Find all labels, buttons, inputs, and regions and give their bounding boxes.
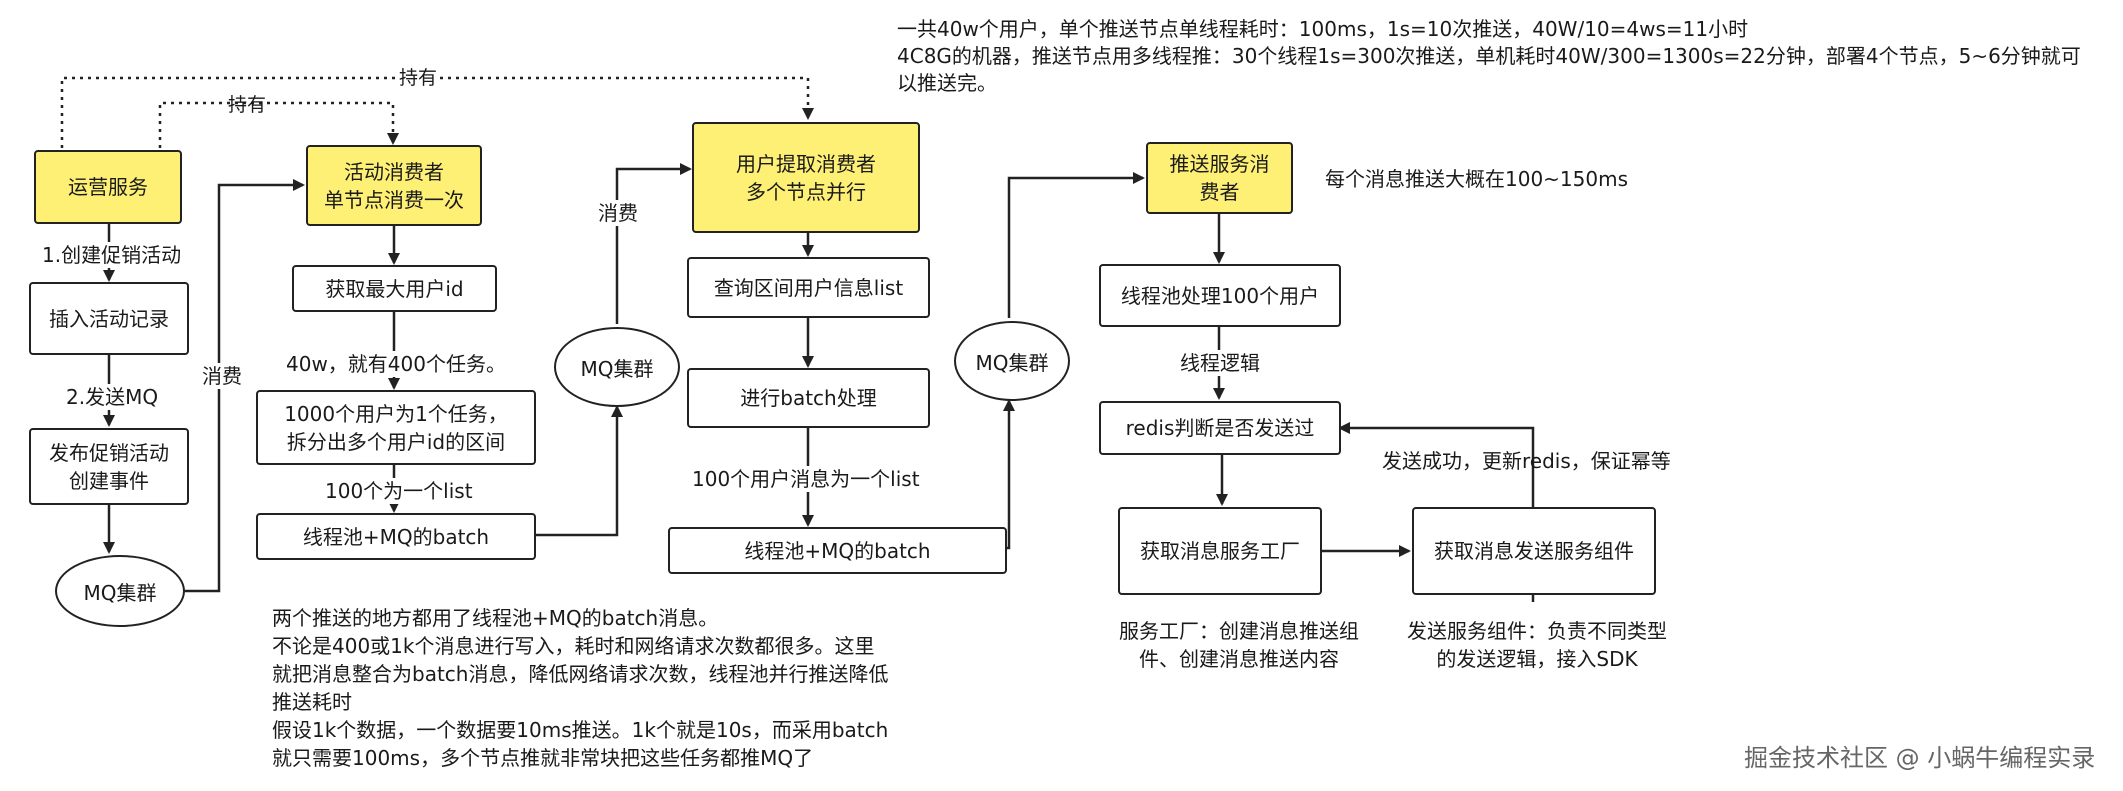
activity-consumer-node: 活动消费者 单节点消费一次: [306, 145, 482, 226]
ops-service-node: 运营服务: [34, 150, 182, 224]
threadpool-batch-node-1: 线程池+MQ的batch: [256, 513, 536, 560]
component-description: 发送服务组件：负责不同类型 的发送逻辑，接入SDK: [1407, 619, 1667, 671]
edge-mq2-userfetch: [615, 163, 692, 324]
consume-label-2: 消费: [596, 200, 640, 226]
hundred-msg-list-label: 100个用户消息为一个list: [690, 466, 922, 492]
threadpool-100-node: 线程池处理100个用户: [1099, 264, 1341, 327]
hold-label-1: 持有: [228, 94, 267, 116]
edge-batch2-mq3: [1003, 399, 1015, 550]
thread-logic-label: 线程逻辑: [1178, 350, 1262, 376]
hold-line-1: [158, 101, 399, 148]
redis-check-node: redis判断是否发送过: [1099, 401, 1341, 455]
get-send-component-node: 获取消息发送服务组件: [1412, 507, 1656, 595]
consume-label-1: 消费: [200, 363, 244, 389]
capacity-note: 一共40w个用户，单个推送节点单线程耗时：100ms，1s=10次推送，40W/…: [897, 17, 2081, 95]
get-max-uid-node: 获取最大用户id: [292, 265, 497, 312]
per-message-note: 每个消息推送大概在100~150ms: [1325, 167, 1629, 191]
mq-cluster-node-3: MQ集群: [954, 321, 1070, 401]
threadpool-batch-node-2: 线程池+MQ的batch: [668, 527, 1007, 574]
send-success-label: 发送成功，更新redis，保证幂等: [1382, 449, 1671, 473]
mq-cluster-node-1: MQ集群: [55, 555, 185, 627]
publish-event-node: 发布促销活动 创建事件: [29, 428, 189, 505]
factory-description: 服务工厂：创建消息推送组 件、创建消息推送内容: [1119, 619, 1359, 671]
split-tasks-node: 1000个用户为1个任务， 拆分出多个用户id的区间: [256, 390, 536, 465]
create-promo-label: 1.创建促销活动: [40, 242, 184, 268]
hundred-list-label: 100个为一个list: [323, 478, 475, 504]
push-consumer-node: 推送服务消 费者: [1146, 142, 1293, 214]
query-users-node: 查询区间用户信息list: [687, 257, 930, 318]
user-fetch-consumer-node: 用户提取消费者 多个节点并行: [692, 122, 920, 233]
mq-cluster-node-2: MQ集群: [554, 327, 680, 407]
edge-mq3-push: [1007, 172, 1145, 318]
batch-explanation-note: 两个推送的地方都用了线程池+MQ的batch消息。 不论是400或1k个消息进行…: [272, 606, 889, 770]
send-mq-label: 2.发送MQ: [64, 384, 161, 410]
hold-label-2: 持有: [397, 65, 440, 91]
forty-w-label: 40w，就有400个任务。: [284, 351, 508, 377]
batch-process-node: 进行batch处理: [687, 368, 930, 428]
insert-record-node: 插入活动记录: [29, 282, 189, 355]
get-factory-node: 获取消息服务工厂: [1118, 507, 1322, 595]
watermark: 掘金技术社区 @ 小蜗牛编程实录: [1744, 744, 2096, 772]
edge-batch1-mq2: [536, 405, 623, 537]
